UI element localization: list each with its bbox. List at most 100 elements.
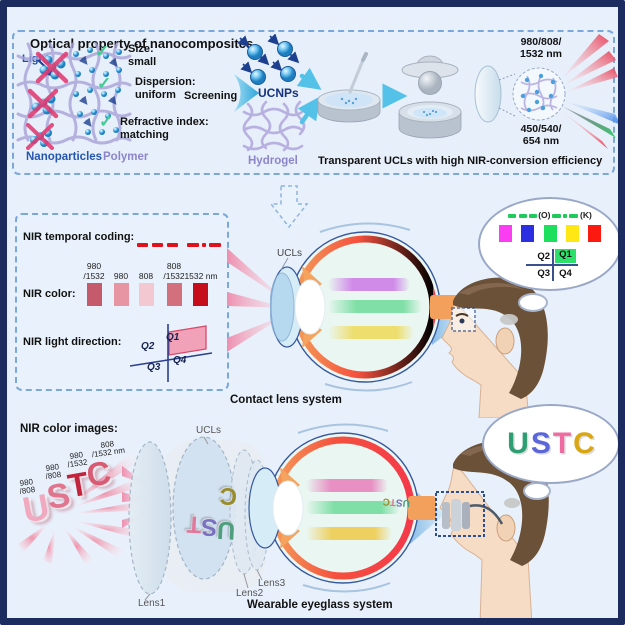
check-icon: ✓	[99, 112, 114, 131]
morse-dashes-k	[187, 236, 221, 254]
screening-label: Screening	[184, 90, 238, 102]
ucnps-label: UCNPs	[258, 86, 299, 100]
polymer-label: Polymer	[103, 151, 149, 163]
swatch-label: 808	[138, 271, 154, 282]
bubble-trail	[518, 293, 548, 312]
swatch-label: 980	[113, 271, 129, 282]
fabrication-process-illustration	[234, 34, 462, 152]
decoded-thought-bubble: (O)(K) Q2 Q1 Q3 Q4	[478, 197, 622, 291]
beam-yellow	[328, 326, 414, 339]
dropper-icon	[348, 58, 365, 94]
color-square	[498, 225, 512, 242]
visible-emission-label: 450/540/ 654 nm	[520, 123, 562, 148]
beam-violet	[328, 278, 410, 291]
perceived-letter: S	[530, 427, 551, 460]
lens-image-letter: S	[200, 512, 218, 541]
morse-legend: (O)(K)	[480, 210, 620, 220]
top-panel-caption: Transparent UCLs with high NIR-conversio…	[318, 155, 603, 167]
bubble-trail	[504, 498, 520, 508]
nir-input-beams	[562, 34, 618, 92]
quadrant-q3-label: Q3	[147, 362, 161, 373]
dispersion-criterion-label: Dispersion: uniform	[135, 76, 196, 101]
nanoparticles-label: Nanoparticles	[26, 151, 103, 163]
lens-image-letter: C	[218, 481, 238, 510]
nir-color-swatch	[167, 283, 182, 306]
perceived-letter: T	[552, 427, 572, 460]
quadrant-q1-label: Q1	[166, 332, 180, 343]
beam-pink	[306, 479, 388, 492]
polymer-network-illustration	[16, 42, 132, 150]
bubble-q4: Q4	[559, 268, 572, 279]
eye-lens	[294, 279, 326, 335]
nir-color-swatch	[193, 283, 208, 306]
decoded-quadrant-table: Q2 Q1 Q3 Q4	[526, 249, 578, 281]
perceived-letter: U	[507, 427, 529, 460]
retina-image-letter: C	[382, 495, 391, 507]
bubble-q1: Q1	[555, 249, 576, 263]
color-square	[543, 225, 557, 242]
beam-yellow	[306, 527, 392, 540]
retina-image-letter: S	[395, 496, 404, 508]
bubble-trail	[500, 314, 518, 325]
retina-image-letter: T	[389, 496, 397, 508]
contact-system-caption: Contact lens system	[230, 394, 342, 406]
refractive-criterion-label: Refractive index: matching	[120, 116, 209, 141]
optic-nerve	[408, 496, 436, 520]
morse-k-label: (K)	[579, 210, 592, 220]
lens1-label: Lens1	[138, 598, 166, 609]
ucls-pointer-label: UCLs	[277, 248, 303, 259]
nir-excitation-label: 980/808/ 1532 nm	[519, 36, 563, 61]
color-square	[565, 225, 579, 242]
light-direction-label: NIR light direction:	[23, 336, 122, 348]
dispersed-particles	[73, 47, 122, 135]
quadrant-q2-label: Q2	[141, 341, 155, 352]
lens2-label: Lens2	[236, 588, 264, 599]
down-arrow-icon	[269, 185, 309, 229]
eye-diagram-eyeglass	[248, 423, 445, 593]
check-icon: ✓	[97, 74, 112, 93]
temporal-coding-label: NIR temporal coding:	[23, 231, 135, 243]
direction-quadrant-chart	[129, 324, 213, 382]
ucls-pointer-label: UCLs	[196, 425, 222, 436]
nir-rays	[18, 452, 146, 564]
contact-lens-icon	[474, 65, 502, 123]
nir-color-swatch	[114, 283, 129, 306]
bubble-trail	[523, 482, 551, 500]
check-icon: ✓	[95, 42, 110, 61]
screening-funnel-icon	[234, 74, 259, 112]
lens-projected-image: USTC	[171, 481, 238, 545]
beam-green	[328, 300, 422, 313]
lens-mold-top	[401, 55, 459, 95]
hydrogel-label: Hydrogel	[248, 155, 298, 167]
lens1	[128, 441, 172, 595]
ucnp-spheres	[237, 34, 300, 85]
quadrant-q4-label: Q4	[173, 355, 187, 366]
nir-color-images-label: NIR color images:	[20, 423, 118, 435]
nir-color-swatch	[139, 283, 154, 306]
color-square	[588, 225, 602, 242]
nir-color-label: NIR color:	[23, 288, 76, 300]
bubble-q2: Q2	[537, 251, 550, 262]
top-panel-title: Optical property of nanocomposites	[30, 36, 254, 51]
retina-image-letter: U	[402, 496, 411, 509]
size-criterion-label: Size: small	[128, 43, 157, 68]
eyeglass-lens-stack	[122, 436, 270, 601]
swatch-label: 980 /1532	[83, 261, 105, 282]
beam-green	[306, 501, 400, 514]
perceived-letter: C	[573, 427, 595, 460]
lens-image-letter: U	[216, 515, 236, 545]
eyeglass-system-caption: Wearable eyeglass system	[247, 599, 393, 611]
lens-image-letter: T	[186, 510, 203, 538]
swatch-label: 1532 nm	[184, 271, 218, 282]
hydrogel-network	[242, 100, 306, 152]
eye-lens	[272, 480, 304, 536]
lens-mold-bottom	[398, 101, 462, 139]
bubble-q3: Q3	[537, 268, 550, 279]
visible-output-beams	[560, 101, 621, 149]
morse-dashes-o	[137, 236, 178, 254]
eyeglasses-device	[442, 499, 504, 531]
petri-dish	[317, 52, 381, 123]
eye-diagram-contact	[270, 222, 465, 392]
